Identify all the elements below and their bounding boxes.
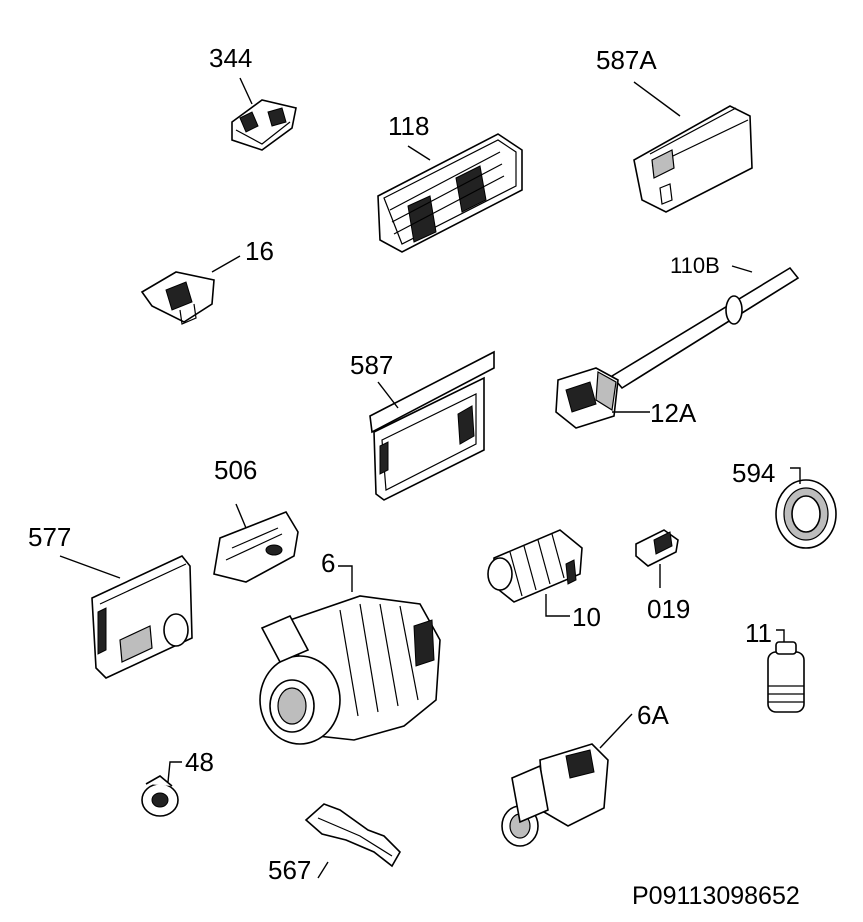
label-577: 577 [28,522,72,552]
label-6A: 6A [637,700,669,730]
part-019-connector [635,529,679,588]
part-587A-module [633,81,753,213]
label-587: 587 [350,350,394,380]
part-344-clip [231,77,297,151]
part-587-frame [369,350,495,501]
part-110B-12A-sensor-hose [555,265,800,429]
reference-code: P09113098652 [632,882,800,910]
label-6: 6 [321,548,336,578]
label-110B: 110B [670,253,720,278]
part-567-bracket [304,803,401,879]
part-48-valve [141,761,182,817]
part-10-heater [487,529,583,617]
part-6-circulation-pump [259,565,441,745]
label-019: 019 [647,594,691,624]
part-506-cover [213,503,299,583]
label-11: 11 [745,618,772,648]
label-344: 344 [209,43,253,73]
part-594-cap [775,467,837,549]
label-567: 567 [268,855,312,885]
label-12A: 12A [650,398,697,428]
part-6A-drain-pump [501,713,633,847]
label-48: 48 [185,747,214,777]
part-16-lock [140,255,241,325]
part-11-bottle [767,629,805,713]
label-118: 118 [388,111,430,141]
label-506: 506 [214,455,258,485]
part-118-control-board [377,133,523,253]
part-577-module [59,555,193,679]
label-16: 16 [245,236,274,266]
label-594: 594 [732,458,776,488]
label-587A: 587A [596,45,657,75]
label-10: 10 [572,602,601,632]
